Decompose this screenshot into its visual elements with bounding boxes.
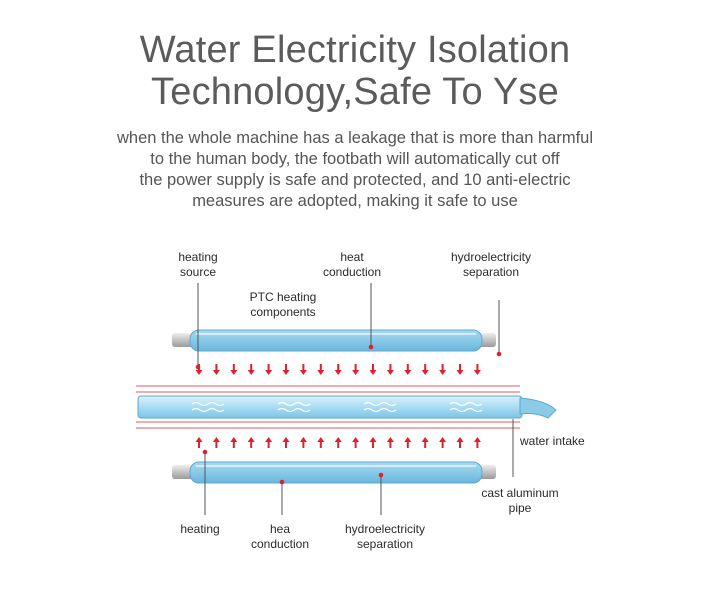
arrow-up-icon [195,437,203,448]
arrow-up-icon [265,437,273,448]
arrow-down-icon [334,364,342,375]
label-water-intake: water intake [520,434,585,448]
arrow-up-icon [299,437,307,448]
callout-lines [197,283,514,515]
arrow-up-icon [282,437,290,448]
arrow-up-icon [247,437,255,448]
heat-arrows-up [195,437,481,448]
arrow-down-icon [421,364,429,375]
title-line-2: Technology,Safe To Yse [151,71,559,113]
label-heating-source: heating source [178,250,218,279]
water-outlet-spout [519,397,557,419]
callout-dots [195,344,502,485]
arrow-up-icon [456,437,464,448]
arrow-down-icon [230,364,238,375]
label-ptc-heating-components: PTC heating components [249,290,317,319]
title-line-1: Water Electricity Isolation [139,29,571,71]
water-wave-marks [191,401,483,413]
bottom-heating-tube [172,461,496,484]
arrow-up-icon [404,437,412,448]
arrow-down-icon [386,364,394,375]
arrow-down-icon [265,364,273,375]
heat-arrows-down [195,364,481,375]
arrow-down-icon [247,364,255,375]
arrow-down-icon [456,364,464,375]
water-channel [137,395,523,419]
arrow-up-icon [473,437,481,448]
label-cast-aluminum-pipe: cast aluminum pipe [481,486,559,515]
arrow-down-icon [352,364,360,375]
arrow-down-icon [404,364,412,375]
label-hydroelectricity-separation-bottom: hydroelectricity separation [344,522,426,551]
arrow-up-icon [421,437,429,448]
arrow-up-icon [317,437,325,448]
label-hea-conduction: hea conduction [250,522,310,551]
label-heat-conduction: heat conduction [322,250,382,279]
arrow-down-icon [299,364,307,375]
label-hydroelectricity-separation-top: hydroelectricity separation [450,250,532,279]
water-pipe [136,385,557,429]
arrow-down-icon [195,364,203,375]
arrow-up-icon [439,437,447,448]
arrow-down-icon [282,364,290,375]
arrow-down-icon [212,364,220,375]
description-line-2: to the human body, the footbath will aut… [150,150,560,168]
description-line-4: measures are adopted, making it safe to … [192,192,518,210]
description-line-3: the power supply is safe and protected, … [139,171,571,189]
top-tube-body [189,329,483,352]
arrow-down-icon [317,364,325,375]
top-heating-tube [172,329,496,352]
arrow-up-icon [212,437,220,448]
arrow-up-icon [352,437,360,448]
arrow-up-icon [369,437,377,448]
label-heating: heating [180,522,220,536]
arrow-up-icon [334,437,342,448]
arrow-up-icon [230,437,238,448]
bottom-tube-body [189,461,483,484]
arrow-down-icon [439,364,447,375]
arrow-down-icon [473,364,481,375]
description-line-1: when the whole machine has a leakage tha… [116,129,594,147]
arrow-down-icon [369,364,377,375]
arrow-up-icon [386,437,394,448]
